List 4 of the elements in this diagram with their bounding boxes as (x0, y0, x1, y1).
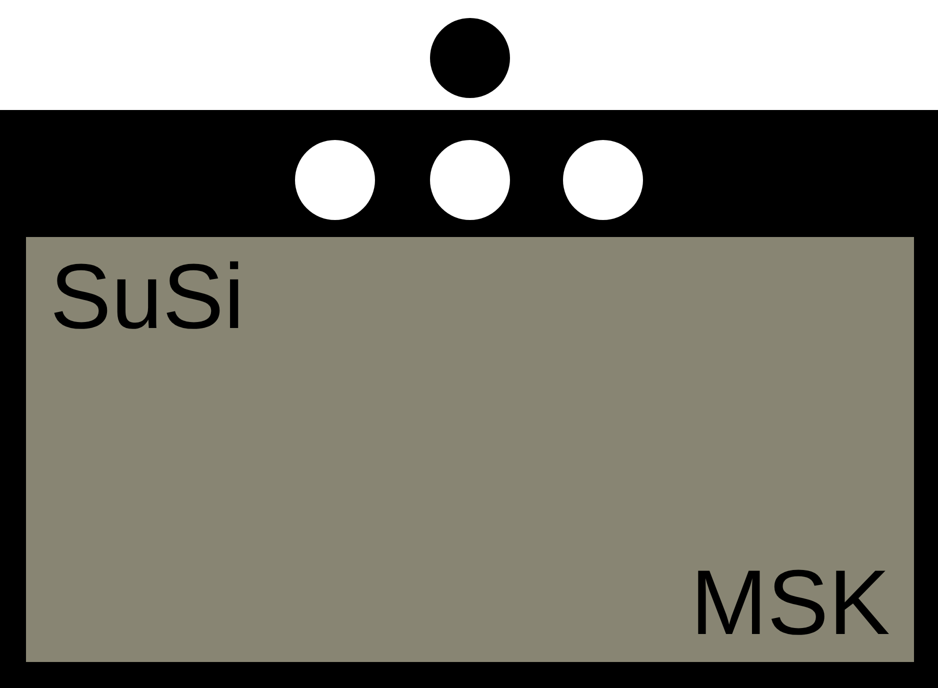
device-body (0, 110, 938, 688)
screen-text: SuSi (50, 247, 244, 348)
screen-text: MSK (690, 552, 890, 654)
display-screen (26, 237, 914, 662)
